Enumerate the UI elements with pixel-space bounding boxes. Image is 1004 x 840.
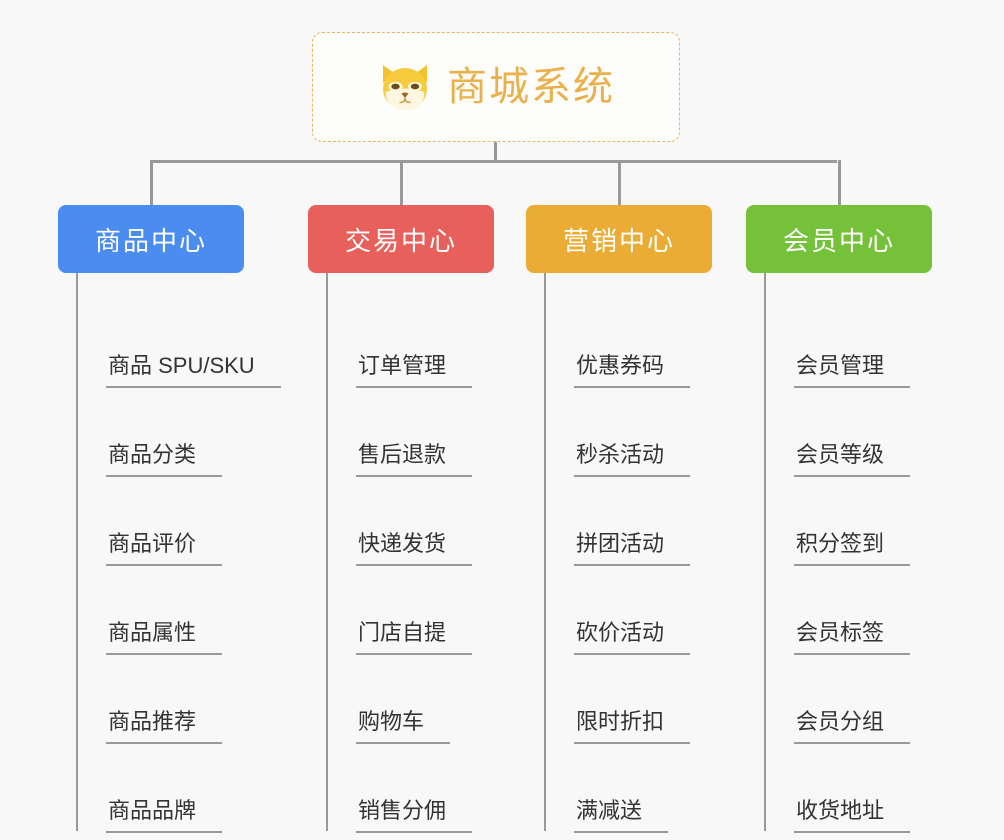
connector-trunk-2: [326, 273, 328, 831]
connector-root-stem: [494, 142, 497, 162]
leaf-item[interactable]: 门店自提: [308, 566, 494, 655]
leaf-item-label: 商品 SPU/SKU: [106, 355, 281, 388]
column-items-3: 优惠券码秒杀活动拼团活动砍价活动限时折扣满减送: [526, 273, 712, 833]
connector-trunk-3: [544, 273, 546, 831]
leaf-item[interactable]: 收货地址: [746, 744, 932, 833]
connector-horizontal-bus: [150, 160, 837, 163]
column-1: 商品中心商品 SPU/SKU 商品分类商品评价商品属性商品推荐商品品牌: [58, 205, 281, 833]
connector-drop-3: [618, 160, 621, 205]
leaf-item[interactable]: 商品分类: [58, 388, 281, 477]
leaf-item[interactable]: 售后退款: [308, 388, 494, 477]
leaf-item[interactable]: 订单管理: [308, 299, 494, 388]
leaf-item-label: 购物车: [356, 711, 451, 744]
leaf-item[interactable]: 会员分组: [746, 655, 932, 744]
category-header-label: 交易中心: [344, 225, 457, 256]
category-header-label: 营销中心: [562, 225, 675, 256]
leaf-item[interactable]: 商品品牌: [58, 744, 281, 833]
column-items-1: 商品 SPU/SKU 商品分类商品评价商品属性商品推荐商品品牌: [58, 273, 281, 833]
leaf-item-label: 积分签到: [794, 533, 911, 566]
column-items-4: 会员管理会员等级积分签到会员标签会员分组收货地址: [746, 273, 932, 833]
leaf-item-label: 会员等级: [794, 444, 911, 477]
leaf-item-label: 商品属性: [106, 622, 223, 655]
root-title: 商城系统: [447, 65, 615, 109]
category-header-2[interactable]: 交易中心: [308, 205, 494, 273]
leaf-item-label: 商品评价: [106, 533, 223, 566]
connector-trunk-1: [76, 273, 78, 831]
leaf-item[interactable]: 商品属性: [58, 566, 281, 655]
leaf-item-label: 会员标签: [794, 622, 911, 655]
leaf-item-label: 拼团活动: [574, 533, 691, 566]
leaf-item[interactable]: 销售分佣: [308, 744, 494, 833]
leaf-item-label: 快递发货: [356, 533, 473, 566]
leaf-item-label: 订单管理: [356, 355, 473, 388]
leaf-item-label: 限时折扣: [574, 711, 691, 744]
leaf-item[interactable]: 商品推荐: [58, 655, 281, 744]
leaf-item[interactable]: 快递发货: [308, 477, 494, 566]
category-header-4[interactable]: 会员中心: [746, 205, 932, 273]
shiba-dog-emoji: [383, 65, 427, 110]
leaf-item-label: 秒杀活动: [574, 444, 691, 477]
category-header-3[interactable]: 营销中心: [526, 205, 712, 273]
leaf-item[interactable]: 积分签到: [746, 477, 932, 566]
leaf-item[interactable]: 满减送: [526, 744, 712, 833]
leaf-item[interactable]: 商品 SPU/SKU: [58, 299, 281, 388]
leaf-item-label: 砍价活动: [574, 622, 691, 655]
column-items-2: 订单管理售后退款快递发货门店自提购物车销售分佣: [308, 273, 494, 833]
leaf-item[interactable]: 会员标签: [746, 566, 932, 655]
connector-drop-1: [150, 160, 153, 205]
leaf-item[interactable]: 秒杀活动: [526, 388, 712, 477]
leaf-item[interactable]: 优惠券码: [526, 299, 712, 388]
column-2: 交易中心订单管理售后退款快递发货门店自提购物车销售分佣: [308, 205, 494, 833]
category-header-label: 商品中心: [94, 225, 207, 256]
root-node[interactable]: 商城系统: [312, 32, 680, 142]
leaf-item-label: 会员分组: [794, 711, 911, 744]
leaf-item-label: 优惠券码: [574, 355, 691, 388]
leaf-item-label: 门店自提: [356, 622, 473, 655]
category-header-label: 会员中心: [782, 225, 895, 256]
leaf-item-label: 会员管理: [794, 355, 911, 388]
leaf-item[interactable]: 拼团活动: [526, 477, 712, 566]
leaf-item[interactable]: 购物车: [308, 655, 494, 744]
column-3: 营销中心优惠券码秒杀活动拼团活动砍价活动限时折扣满减送: [526, 205, 712, 833]
leaf-item-label: 商品推荐: [106, 711, 223, 744]
leaf-item[interactable]: 会员等级: [746, 388, 932, 477]
leaf-item[interactable]: 限时折扣: [526, 655, 712, 744]
leaf-item-label: 满减送: [574, 800, 669, 833]
leaf-item-label: 销售分佣: [356, 800, 473, 833]
leaf-item[interactable]: 砍价活动: [526, 566, 712, 655]
leaf-item-label: 商品品牌: [106, 800, 223, 833]
leaf-item[interactable]: 商品评价: [58, 477, 281, 566]
connector-drop-2: [400, 160, 403, 205]
leaf-item[interactable]: 会员管理: [746, 299, 932, 388]
connector-drop-4: [838, 160, 841, 205]
column-4: 会员中心会员管理会员等级积分签到会员标签会员分组收货地址: [746, 205, 932, 833]
connector-trunk-4: [764, 273, 766, 831]
leaf-item-label: 售后退款: [356, 444, 473, 477]
leaf-item-label: 收货地址: [794, 800, 911, 833]
category-header-1[interactable]: 商品中心: [58, 205, 244, 273]
leaf-item-label: 商品分类: [106, 444, 223, 477]
